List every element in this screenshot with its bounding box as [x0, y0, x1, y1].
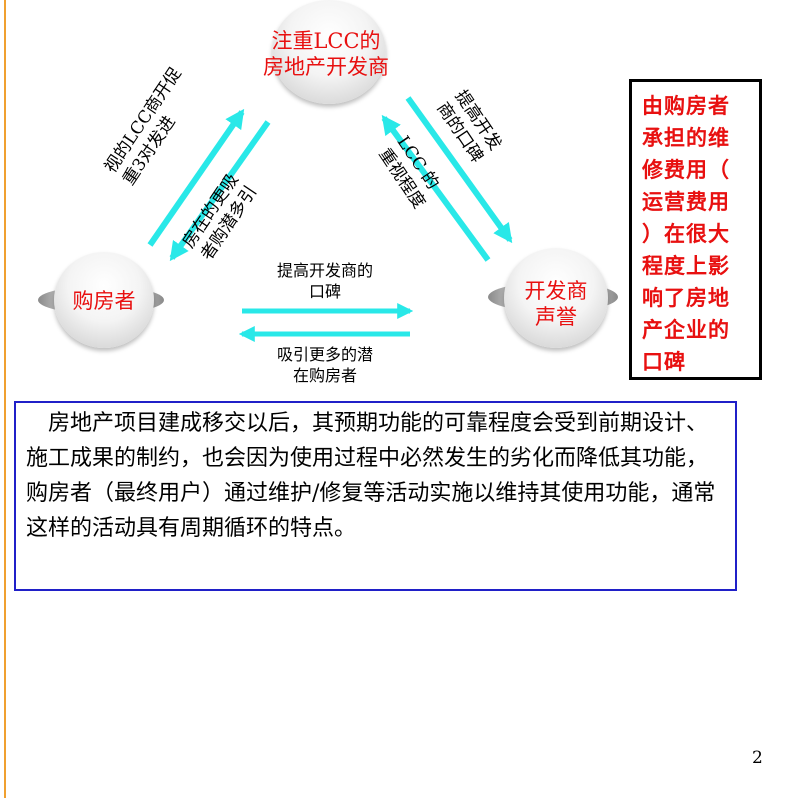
node-buyer-label: 购房者 [72, 289, 136, 313]
page-number: 2 [752, 748, 763, 768]
arrow-right-outer [405, 96, 513, 244]
arrow-left-inner [169, 120, 271, 262]
left-margin-rule [4, 0, 6, 798]
arrow-label-bottom-bottom: 吸引更多的潜 在购房者 [276, 345, 373, 385]
arrow-right-inner [381, 114, 491, 262]
node-reputation-label: 开发商 声誉 [524, 279, 588, 329]
arrow-label-bottom-top: 提高开发商的 口碑 [276, 261, 373, 301]
node-developer-label: 注重LCC的 房地产开发商 [263, 29, 389, 79]
node-buyer [54, 252, 154, 348]
node-developer [272, 0, 386, 104]
paragraph-text: 房地产项目建成移交以后，其预期功能的可靠程度会受到前期设计、施工成果的制约，也会… [26, 411, 716, 541]
maintenance-cost-note: 由购房者 承担的维 修费用（ 运营费用 ）在很大 程度上影 响了房地 产企业的 … [629, 79, 762, 380]
note-text: 由购房者 承担的维 修费用（ 运营费用 ）在很大 程度上影 响了房地 产企业的 … [642, 94, 730, 374]
lifecycle-paragraph-box: 房地产项目建成移交以后，其预期功能的可靠程度会受到前期设计、施工成果的制约，也会… [14, 401, 737, 591]
arrow-left-outer [147, 108, 245, 247]
node-reputation [504, 248, 608, 348]
